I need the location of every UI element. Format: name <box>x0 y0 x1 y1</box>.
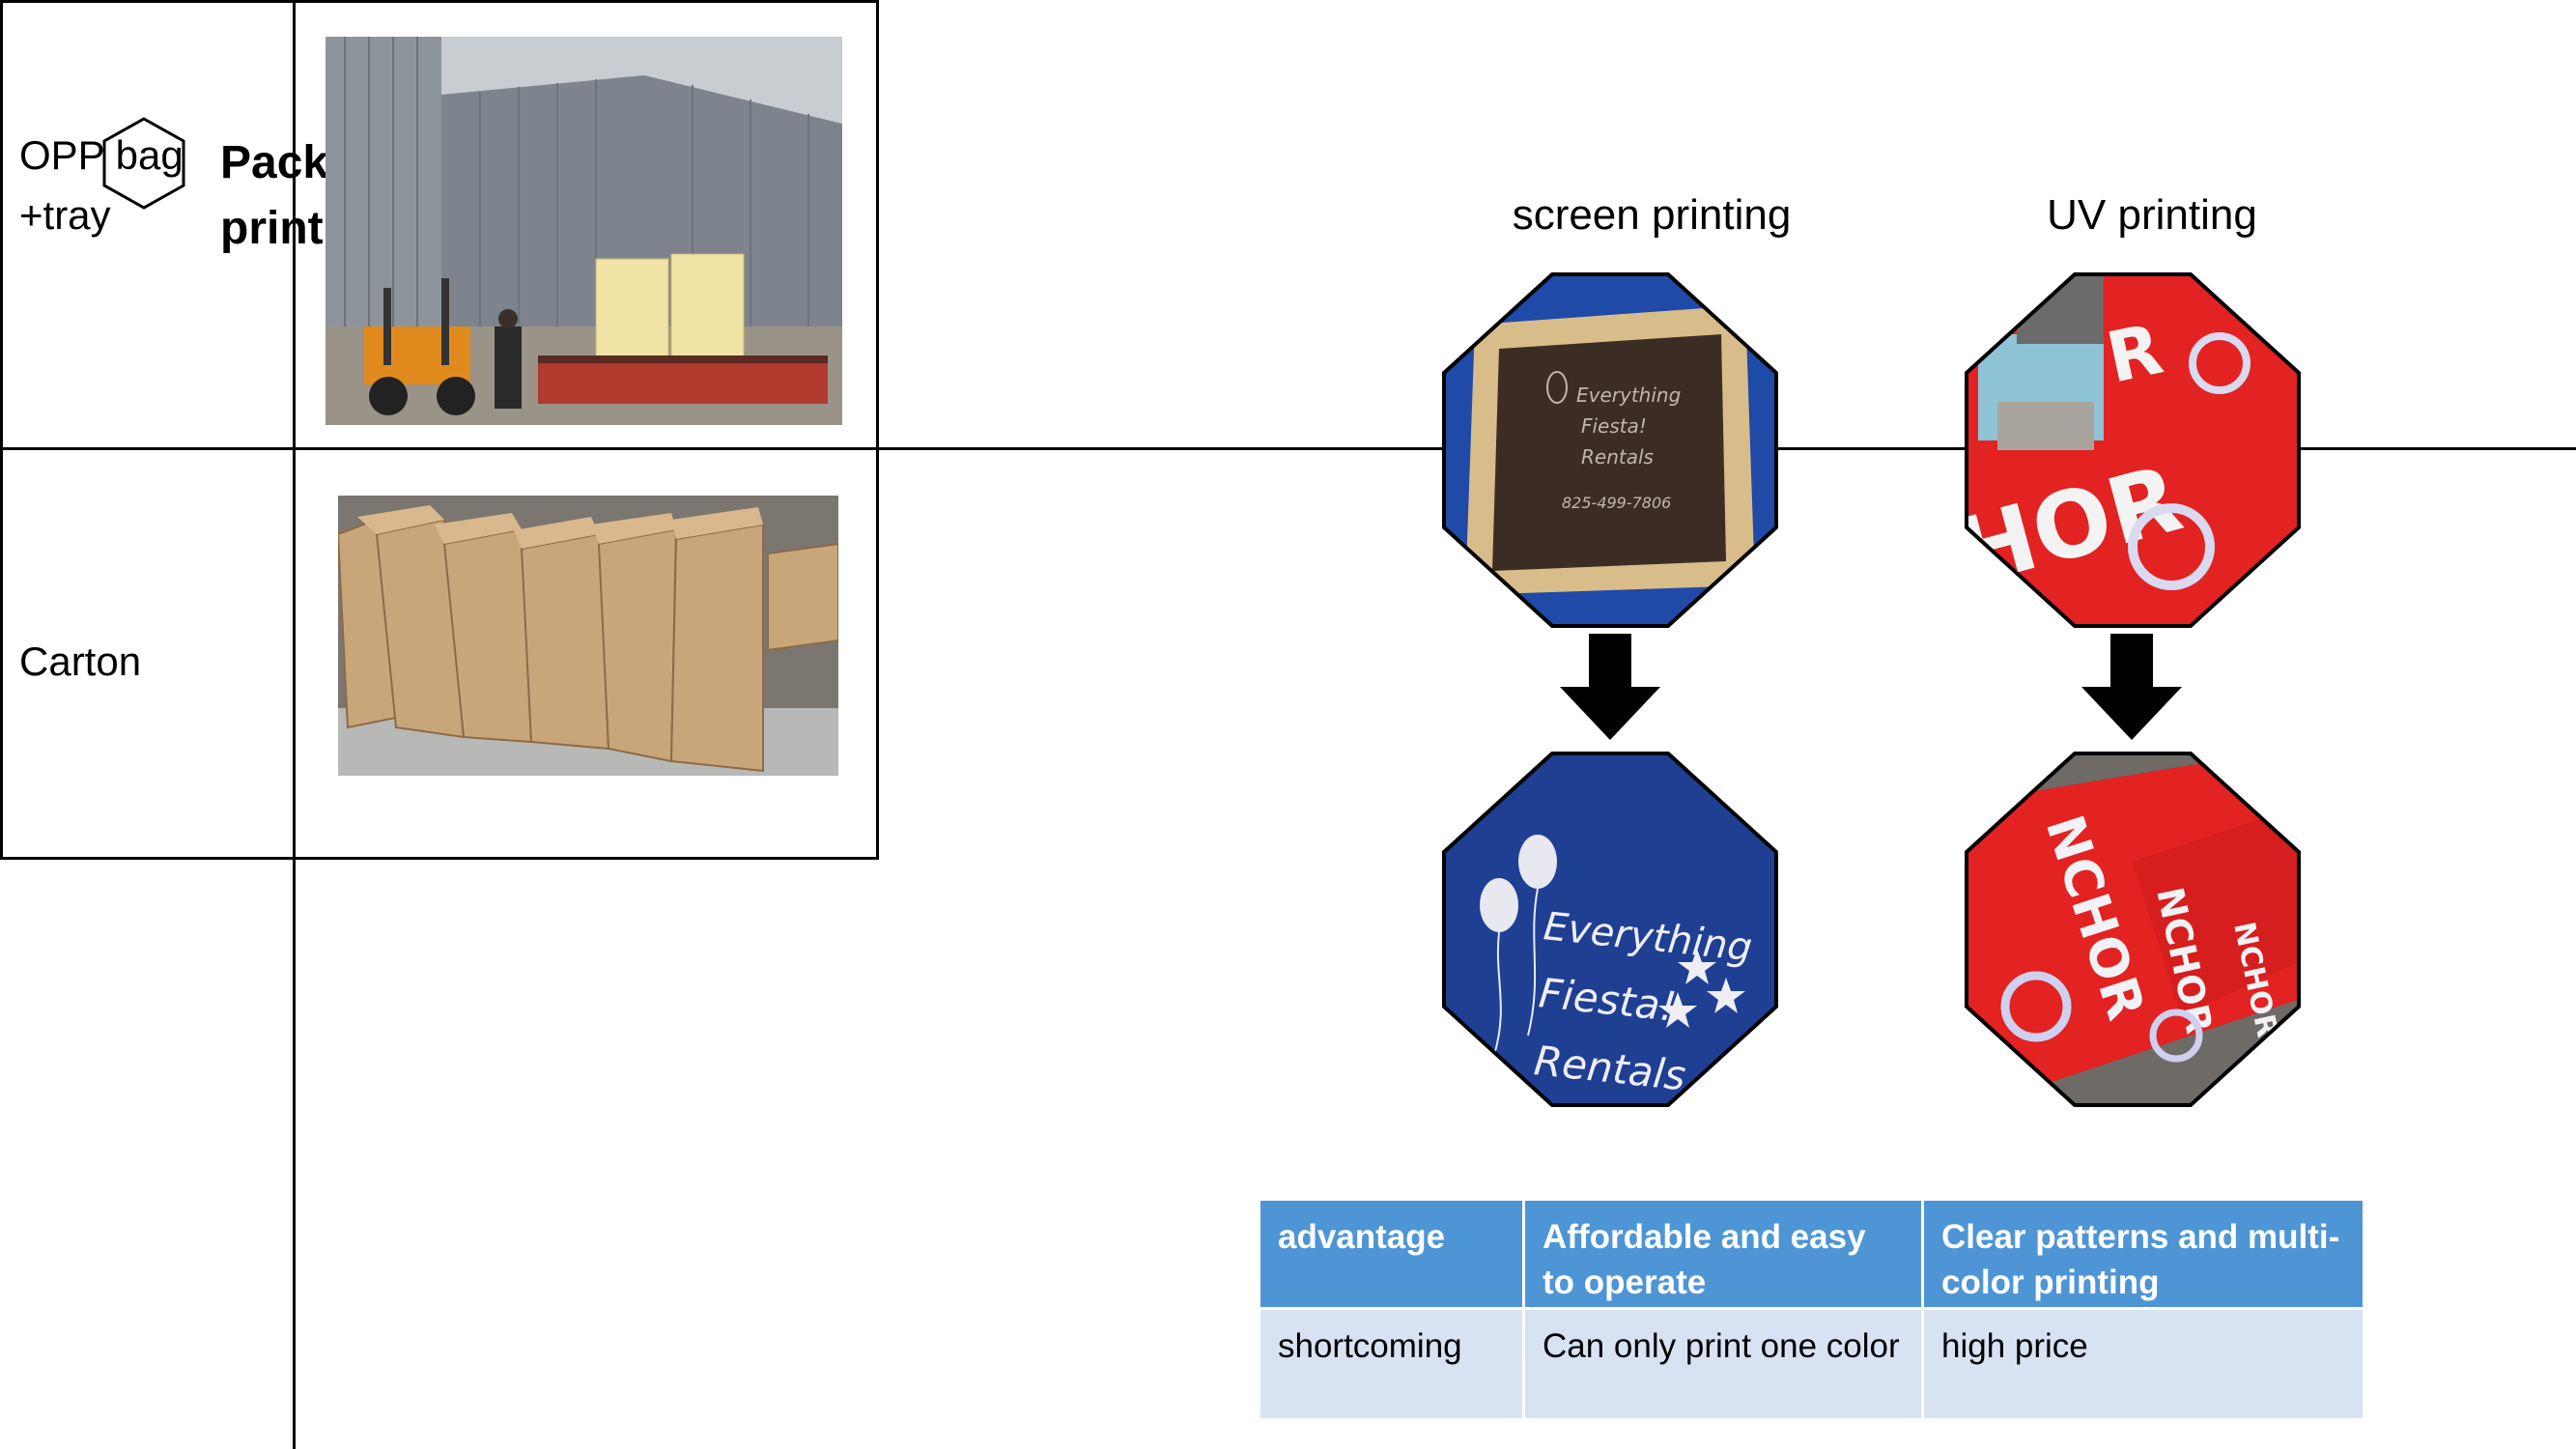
screen-printing-result-image: Everything Fiesta! Rentals <box>1442 752 1778 1107</box>
table-header-cell: Affordable and easy to operate <box>1525 1201 1921 1307</box>
table-divider <box>0 447 2576 450</box>
table-divider <box>293 0 296 1449</box>
uv-printing-result-image: NCHOR NCHOR NCHOR <box>1965 752 2301 1107</box>
table-body-cell: high price <box>1924 1310 2363 1418</box>
table-header-cell: Clear patterns and multi-color printing <box>1924 1201 2363 1307</box>
table-body-cell: Can only print one color <box>1525 1310 1921 1418</box>
uv-printing-label: UV printing <box>2047 191 2257 239</box>
screen-printing-frame-image: Everything Fiesta! Rentals 825-499-7806 <box>1442 272 1778 628</box>
comparison-table: advantage Affordable and easy to operate… <box>1260 1201 2363 1418</box>
screen-printing-label: screen printing <box>1512 191 1792 239</box>
hexagon-icon <box>102 117 185 210</box>
down-arrow-icon <box>1560 634 1660 740</box>
screen-sign-contact: 825-499-7806 <box>1562 494 1671 512</box>
table-body-cell: shortcoming <box>1260 1310 1522 1418</box>
screen-sign-line: Rentals <box>1581 445 1654 469</box>
carton-photo <box>338 496 838 776</box>
down-arrow-icon <box>2081 634 2182 740</box>
opp-bag-tray-photo <box>326 37 842 425</box>
screen-sign-line: Everything <box>1576 384 1681 407</box>
row-label-opp-bag: OPP bag +tray <box>19 132 184 238</box>
row-label-carton: Carton <box>19 639 142 684</box>
table-header-cell: advantage <box>1260 1201 1522 1307</box>
screen-sign-line: Fiesta! <box>1581 414 1647 438</box>
uv-printing-machine-image: R HOR <box>1965 272 2301 628</box>
